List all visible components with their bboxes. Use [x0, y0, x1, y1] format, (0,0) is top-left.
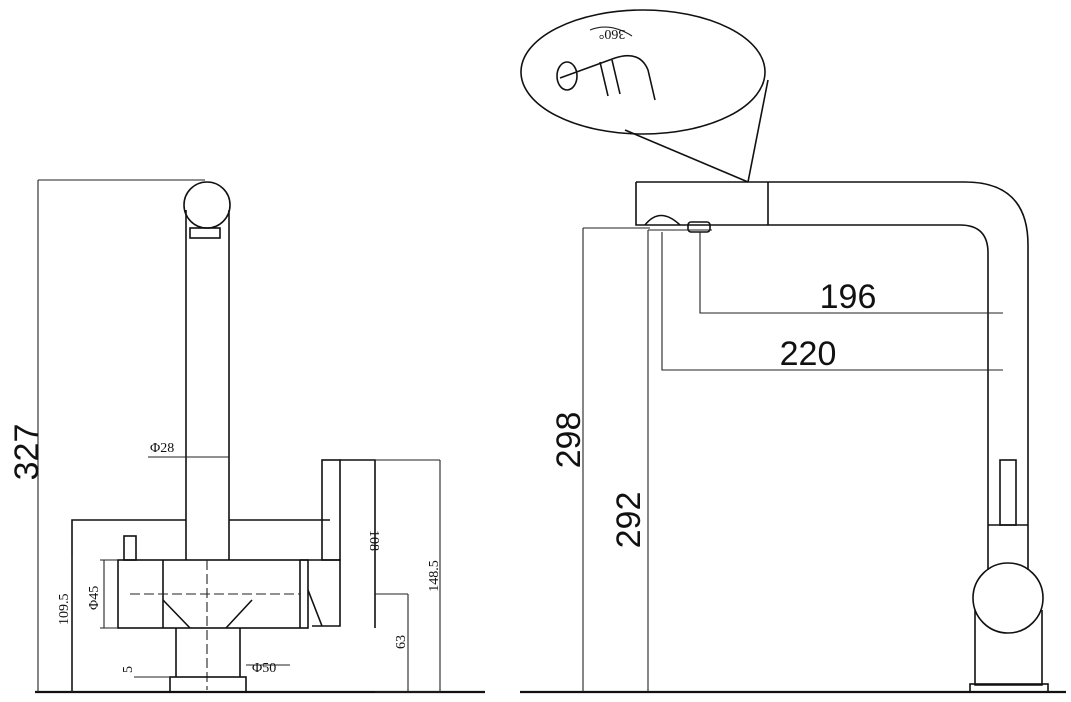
label-handle-top-height: 148.5 — [427, 560, 442, 592]
detail-callout-ellipse — [520, 9, 766, 135]
body-cylinder — [117, 559, 309, 629]
dim-line-196 — [699, 232, 1003, 314]
label-height-outlet: 292 — [610, 492, 648, 549]
detail-ring-2 — [611, 59, 621, 95]
label-height-total: 298 — [550, 412, 588, 469]
spout-head — [183, 181, 231, 229]
neck-taper-right — [225, 599, 253, 629]
label-handle-axis-height: 63 — [394, 635, 409, 649]
label-reach-total: 220 — [780, 335, 837, 373]
handle-lever — [321, 459, 341, 561]
label-base-diameter: Φ50 — [252, 661, 276, 676]
spout-nozzle — [687, 221, 711, 233]
label-base-thickness: 5 — [121, 666, 136, 673]
side-view: 327 Φ28 Φ45 109.5 — [8, 179, 485, 694]
base-front — [969, 683, 1049, 693]
label-rotation-angle: 360° — [599, 26, 626, 41]
spout-arm-outer — [636, 181, 1029, 525]
side-knob — [123, 535, 137, 561]
spout-arm-inner — [635, 182, 989, 525]
label-handle-height: 108 — [366, 530, 381, 551]
rotation-arrow — [589, 26, 633, 37]
callout-leader-right — [747, 79, 769, 183]
body-round — [972, 562, 1044, 634]
aerator — [189, 227, 221, 239]
base-plate — [169, 676, 247, 693]
label-spout-diameter: Φ28 — [150, 441, 174, 456]
body-lower — [974, 610, 1043, 686]
handle-hub — [300, 559, 341, 627]
label-reach-outlet: 196 — [820, 278, 877, 316]
callout-leader-left — [624, 129, 749, 183]
neck-taper-left — [162, 599, 191, 629]
label-body-height: 109.5 — [57, 594, 72, 626]
label-body-diameter: Φ45 — [87, 586, 102, 610]
detail-nozzle-end — [556, 61, 578, 91]
label-total-height: 327 — [8, 424, 46, 481]
detail-nozzle-outline — [559, 54, 656, 101]
dim-line-220 — [661, 232, 1003, 371]
handle-taper — [307, 589, 323, 627]
handle-front — [999, 459, 1017, 526]
front-view: 298 292 196 220 — [520, 9, 1066, 694]
spout-outlet — [644, 214, 681, 226]
detail-ring — [599, 61, 609, 97]
